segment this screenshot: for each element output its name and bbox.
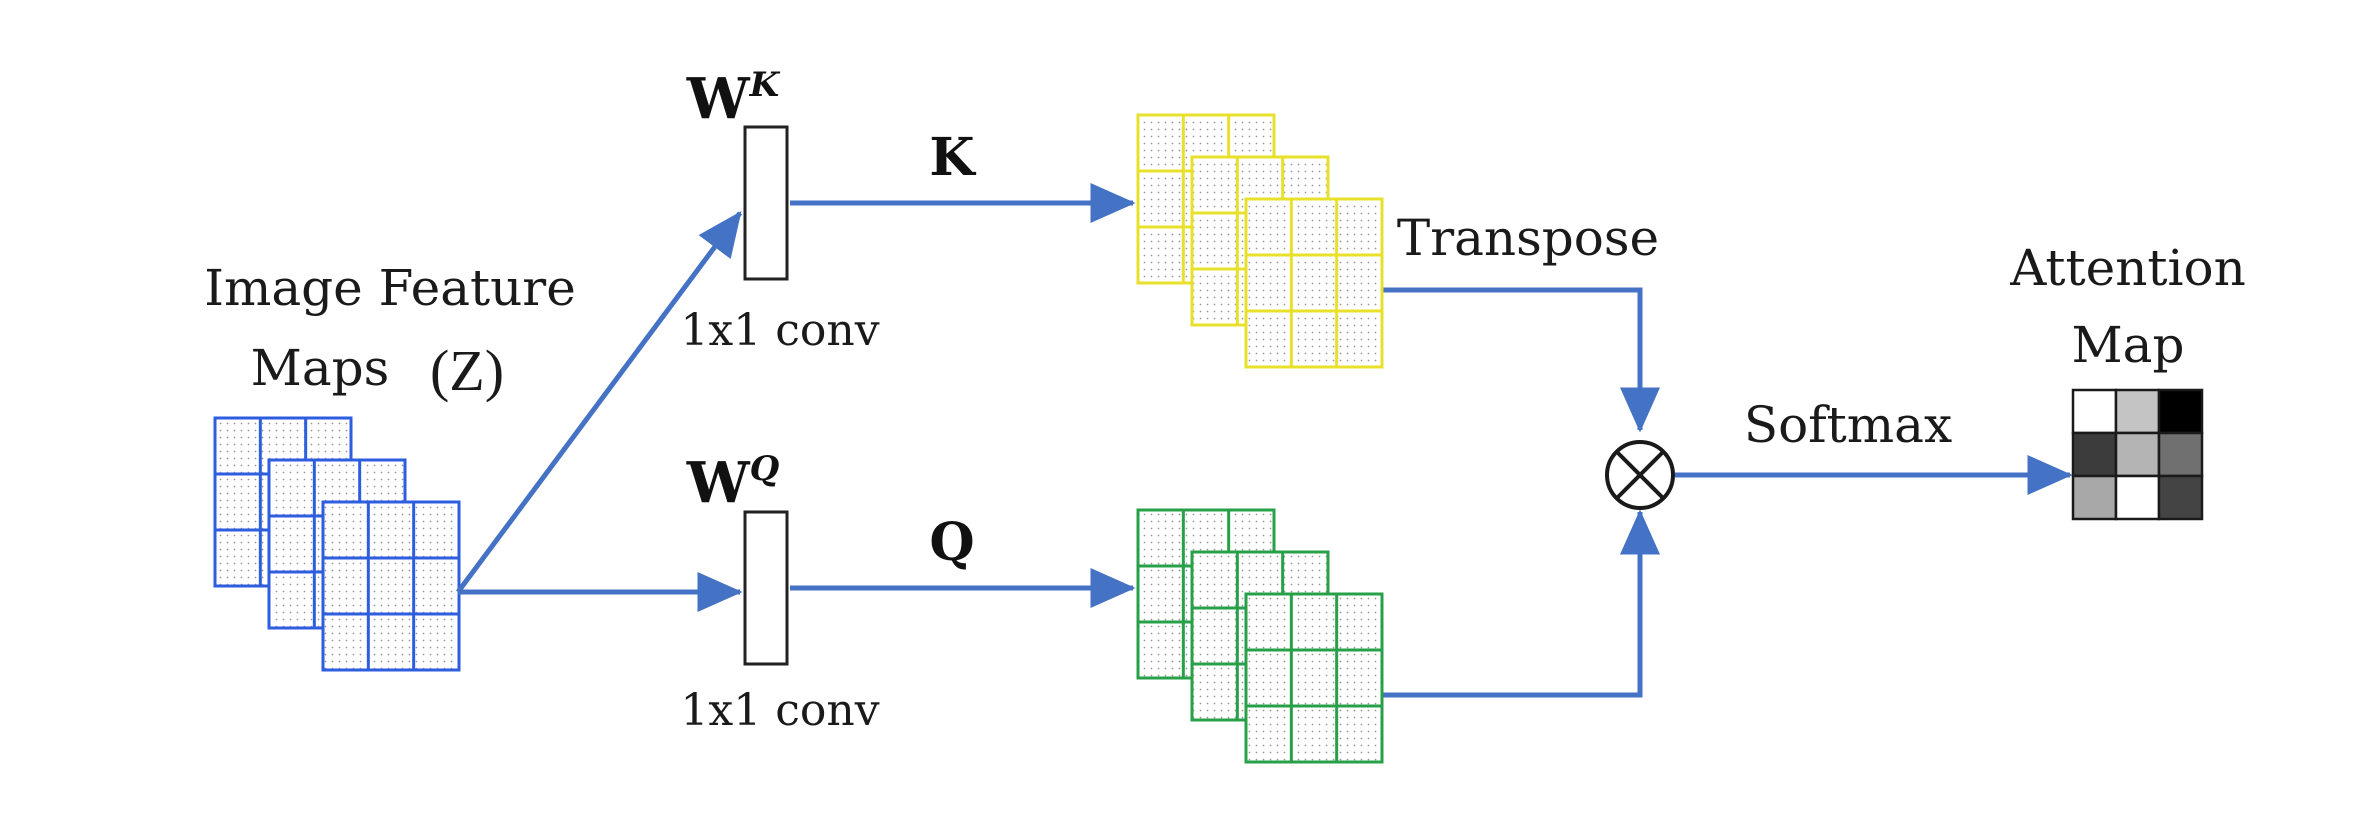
arrows	[455, 183, 2073, 698]
query-feature-maps-stack	[1136, 508, 1384, 764]
wq-caption: 1x1 conv	[680, 685, 879, 736]
attention-cell	[2157, 388, 2204, 435]
key-feature-maps-stack	[1136, 113, 1384, 369]
image-feature-maps-stack	[213, 416, 461, 672]
k-label: K	[929, 127, 976, 188]
output-label-line1: Attention	[2009, 239, 2246, 297]
wk-caption: 1x1 conv	[680, 305, 879, 356]
wk-conv-box	[743, 125, 789, 281]
attention-cell	[2071, 431, 2118, 478]
attention-map-grid	[2071, 388, 2204, 521]
image-feature-map-3	[321, 500, 461, 672]
attention-cell	[2071, 474, 2118, 521]
arrow-z-to-wk	[455, 210, 743, 594]
q-label: Q	[929, 512, 974, 573]
attention-cell	[2071, 388, 2118, 435]
matrix-multiply-operator	[1605, 440, 1675, 510]
attention-cell	[2157, 431, 2204, 478]
attention-cell	[2114, 474, 2161, 521]
input-label-line1: Image Feature	[204, 259, 576, 317]
attention-cell	[2114, 431, 2161, 478]
attention-cell	[2114, 388, 2161, 435]
wk-label: WK	[686, 65, 781, 132]
transpose-label: Transpose	[1397, 209, 1659, 267]
softmax-label: Softmax	[1744, 396, 1952, 454]
arrow-q-to-multiply	[1378, 509, 1660, 698]
input-label-line2: Maps	[251, 339, 390, 397]
output-label-line2: Map	[2071, 316, 2184, 374]
key-feature-map-3	[1244, 197, 1384, 369]
query-feature-map-3	[1244, 592, 1384, 764]
arrow-transpose-to-multiply	[1378, 287, 1660, 433]
wq-conv-box	[743, 510, 789, 666]
attention-cell	[2157, 474, 2204, 521]
wq-label: WQ	[686, 449, 780, 516]
input-symbol-z: (Z)	[430, 338, 504, 403]
